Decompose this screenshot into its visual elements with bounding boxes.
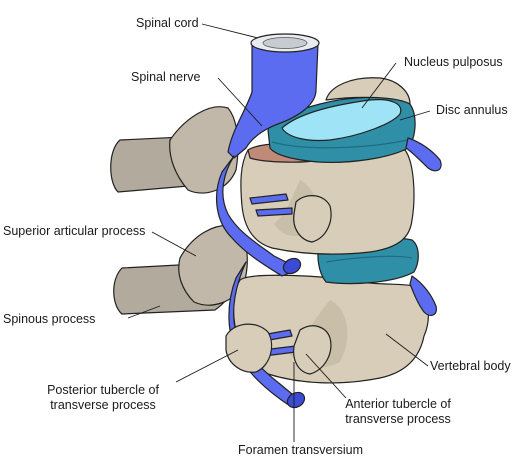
label-posterior-tubercle-line2: transverse process bbox=[50, 398, 156, 412]
label-foramen-transversium: Foramen transversium bbox=[238, 443, 364, 457]
label-spinal-cord: Spinal cord bbox=[136, 16, 199, 30]
label-anterior-tubercle-line1: Anterior tubercle of bbox=[345, 397, 451, 411]
label-spinal-nerve: Spinal nerve bbox=[131, 70, 201, 84]
label-superior-articular-process: Superior articular process bbox=[3, 224, 146, 238]
right-nerve-branch-lower bbox=[409, 275, 437, 316]
label-posterior-tubercle-line1: Posterior tubercle of bbox=[47, 383, 159, 397]
label-nucleus-pulposus: Nucleus pulposus bbox=[404, 55, 503, 69]
label-disc-annulus: Disc annulus bbox=[436, 103, 508, 117]
label-anterior-tubercle-line2: transverse process bbox=[345, 412, 451, 426]
lower-transverse-process bbox=[225, 323, 273, 373]
upper-transverse-process bbox=[293, 195, 332, 243]
upper-superior-articular-process bbox=[169, 106, 239, 194]
anterior-tubercle bbox=[293, 325, 332, 375]
nucleus-pulposus bbox=[281, 99, 402, 142]
label-posterior-tubercle: Posterior tubercle of transverse process bbox=[18, 383, 188, 413]
upper-vertebra-top bbox=[325, 77, 411, 105]
label-anterior-tubercle: Anterior tubercle of transverse process bbox=[330, 397, 466, 427]
label-spinous-process: Spinous process bbox=[3, 312, 96, 326]
label-vertebral-body: Vertebral body bbox=[430, 359, 511, 373]
right-nerve-branch-upper bbox=[405, 137, 442, 172]
